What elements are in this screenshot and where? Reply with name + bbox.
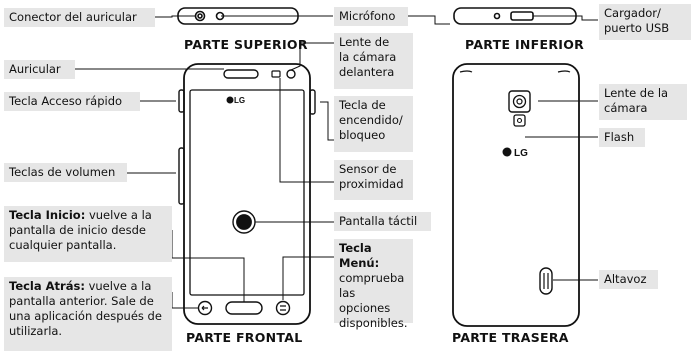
label-proximity-sensor: Sensor de proximidad xyxy=(334,160,413,200)
front-logo: LG xyxy=(234,96,245,105)
home-key-title: Tecla Inicio: xyxy=(9,208,86,222)
label-home-key: Tecla Inicio: vuelve a la pantalla de in… xyxy=(4,206,172,262)
label-quick-key: Tecla Acceso rápido xyxy=(4,92,140,111)
label-headset-jack: Conector del auricular xyxy=(4,8,155,27)
back-logo-mark xyxy=(502,147,512,157)
caption-front: PARTE FRONTAL xyxy=(186,330,303,345)
label-power-key: Tecla de encendido/ bloqueo xyxy=(334,96,413,152)
label-front-camera: Lente de la cámara delantera xyxy=(334,33,413,89)
front-logo-mark xyxy=(226,96,234,104)
label-microphone: Micrófono xyxy=(334,7,408,26)
back-logo: LG xyxy=(514,148,528,159)
leader-lines xyxy=(75,15,598,309)
back-key-desc: vuelve a la pantalla anterior. Sale de u… xyxy=(9,279,162,338)
label-charger-usb: Cargador/ puerto USB xyxy=(599,4,691,40)
menu-key-desc: comprueba las opciones disponibles. xyxy=(339,271,408,330)
label-camera-lens: Lente de la cámara xyxy=(599,84,687,120)
label-menu-key: Tecla Menú: comprueba las opciones dispo… xyxy=(334,239,413,330)
phone-front xyxy=(178,63,316,325)
back-key-title: Tecla Atrás: xyxy=(9,279,85,293)
caption-top: PARTE SUPERIOR xyxy=(184,37,308,52)
label-earpiece: Auricular xyxy=(4,60,75,79)
label-back-key: Tecla Atrás: vuelve a la pantalla anteri… xyxy=(4,277,172,351)
phone-back xyxy=(452,63,580,327)
label-volume-keys: Teclas de volumen xyxy=(4,163,127,182)
caption-back: PARTE TRASERA xyxy=(452,330,569,345)
menu-key-title: Tecla Menú: xyxy=(339,241,380,270)
caption-bottom: PARTE INFERIOR xyxy=(465,37,585,52)
label-flash: Flash xyxy=(599,128,645,147)
label-speaker: Altavoz xyxy=(599,270,658,289)
home-key-desc: vuelve a la pantalla de inicio desde cua… xyxy=(9,208,152,252)
label-touch-screen: Pantalla táctil xyxy=(334,212,431,231)
